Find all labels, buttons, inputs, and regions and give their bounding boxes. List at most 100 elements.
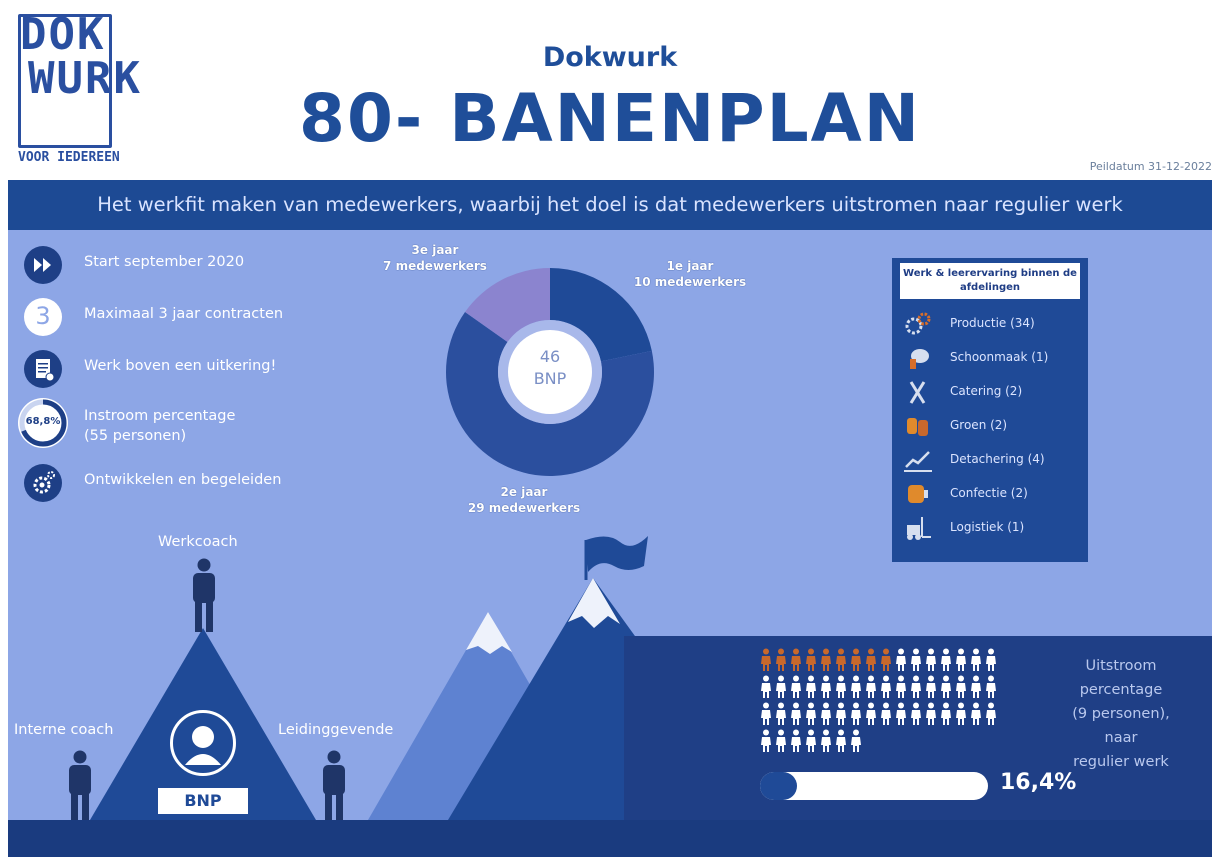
person-icon <box>956 648 966 671</box>
logo-frame <box>18 14 112 148</box>
person-icon-uitstroom <box>761 648 771 671</box>
categories-box: Werk & leerervaring binnen de afdelingen… <box>892 258 1088 562</box>
category-label: Logistiek (1) <box>950 520 1025 534</box>
category-detachering: Detachering (4) <box>892 443 1088 477</box>
peildatum: Peildatum 31-12-2022 <box>1089 160 1212 173</box>
donut-slice-1 <box>550 268 652 362</box>
person-icon <box>851 675 861 698</box>
person-icon <box>761 702 771 725</box>
instroom-line2: (55 personen) <box>84 428 187 444</box>
person-icon <box>941 702 951 725</box>
document-check-icon <box>24 350 62 388</box>
donut-label-2e: 2e jaar 29 medewerkers <box>464 484 584 516</box>
person-icon <box>956 675 966 698</box>
forklift-icon <box>907 517 931 540</box>
sewing-icon <box>908 485 928 503</box>
person-icon <box>776 729 786 752</box>
donut-slice-3 <box>465 268 550 343</box>
person-icon <box>761 729 771 752</box>
category-productie: Productie (34) <box>892 307 1088 341</box>
person-icon <box>986 675 996 698</box>
ground-band <box>8 820 1212 857</box>
person-icon <box>971 675 981 698</box>
category-groen: Groen (2) <box>892 409 1088 443</box>
person-icon <box>821 702 831 725</box>
person-icon <box>761 675 771 698</box>
person-icon <box>836 675 846 698</box>
feature-text: Werk boven een uitkering! <box>84 358 277 374</box>
instroom-value: 68,8% <box>25 416 61 427</box>
donut-label-1e: 1e jaar 10 medewerkers <box>632 258 748 290</box>
person-icon-uitstroom <box>806 648 816 671</box>
person-icon <box>896 702 906 725</box>
person-icon <box>806 702 816 725</box>
person-icon-uitstroom <box>836 648 846 671</box>
person-icon-uitstroom <box>776 648 786 671</box>
infographic-panel: Het werkfit maken van medewerkers, waarb… <box>8 180 1212 857</box>
cutlery-icon <box>909 381 926 404</box>
donut-label-sub: 10 medewerkers <box>633 275 747 289</box>
number-three-icon: 3 <box>24 298 62 336</box>
person-icon <box>866 702 876 725</box>
donut-label-sub: 29 medewerkers <box>467 501 581 515</box>
cleaning-icon <box>910 349 929 369</box>
flag-icon <box>586 536 648 572</box>
large-mountain-snow <box>568 578 620 628</box>
person-icon <box>881 675 891 698</box>
person-icon <box>881 702 891 725</box>
person-icon-uitstroom <box>821 648 831 671</box>
person-icon <box>851 702 861 725</box>
donut-label-heading: 2e jaar <box>500 485 548 499</box>
gears-icon <box>24 464 62 502</box>
gloves-icon <box>907 418 928 436</box>
category-catering: Catering (2) <box>892 375 1088 409</box>
trend-chart-icon <box>904 451 932 472</box>
uitstroom-percentage: 16,4% <box>1000 770 1077 795</box>
feature-text: Start september 2020 <box>84 254 245 270</box>
uitstroom-progress-fill <box>760 772 798 800</box>
instroom-line1: Instroom percentage <box>84 408 236 424</box>
werkcoach-person-icon <box>193 558 215 632</box>
donut-center-label: BNP <box>533 369 567 388</box>
person-icon <box>986 648 996 671</box>
person-icon <box>971 702 981 725</box>
category-schoonmaak: Schoonmaak (1) <box>892 341 1088 375</box>
category-label: Groen (2) <box>950 418 1008 432</box>
bnp-label: BNP <box>158 788 248 814</box>
person-icon <box>911 648 921 671</box>
page-title: 80- BANENPLAN <box>299 80 921 157</box>
person-icon <box>791 702 801 725</box>
person-icon <box>806 729 816 752</box>
person-icon <box>911 675 921 698</box>
percentage-ring-icon: 68,8% <box>18 398 68 448</box>
person-icon <box>926 675 936 698</box>
uitstroom-text: Uitstroom percentage (9 personen), naar … <box>1072 658 1170 770</box>
page-subtitle: Dokwurk <box>542 42 678 73</box>
interne-coach-person-icon <box>69 750 91 824</box>
dokwurk-logo: DOK WURK VOOR IEDEREEN <box>18 12 168 165</box>
category-label: Productie (34) <box>950 316 1035 330</box>
person-icon-uitstroom <box>851 648 861 671</box>
person-icon <box>836 702 846 725</box>
person-icon <box>836 729 846 752</box>
category-label: Detachering (4) <box>950 452 1045 466</box>
person-icon-uitstroom <box>866 648 876 671</box>
person-icon <box>956 702 966 725</box>
person-icon <box>926 702 936 725</box>
role-interne-coach: Interne coach <box>14 722 114 738</box>
person-icon <box>896 675 906 698</box>
feature-text: Maximaal 3 jaar contracten <box>84 306 284 322</box>
small-mountain-snow <box>466 612 512 654</box>
donut-center: 46 BNP <box>508 330 592 414</box>
person-icon <box>866 675 876 698</box>
person-icon <box>941 675 951 698</box>
person-icon <box>911 702 921 725</box>
donut-label-heading: 3e jaar <box>411 243 459 257</box>
people-grid <box>761 648 996 752</box>
person-icon <box>941 648 951 671</box>
person-icon <box>776 675 786 698</box>
category-label: Confectie (2) <box>950 486 1028 500</box>
person-icon-uitstroom <box>881 648 891 671</box>
person-icon <box>791 675 801 698</box>
person-icon <box>806 675 816 698</box>
